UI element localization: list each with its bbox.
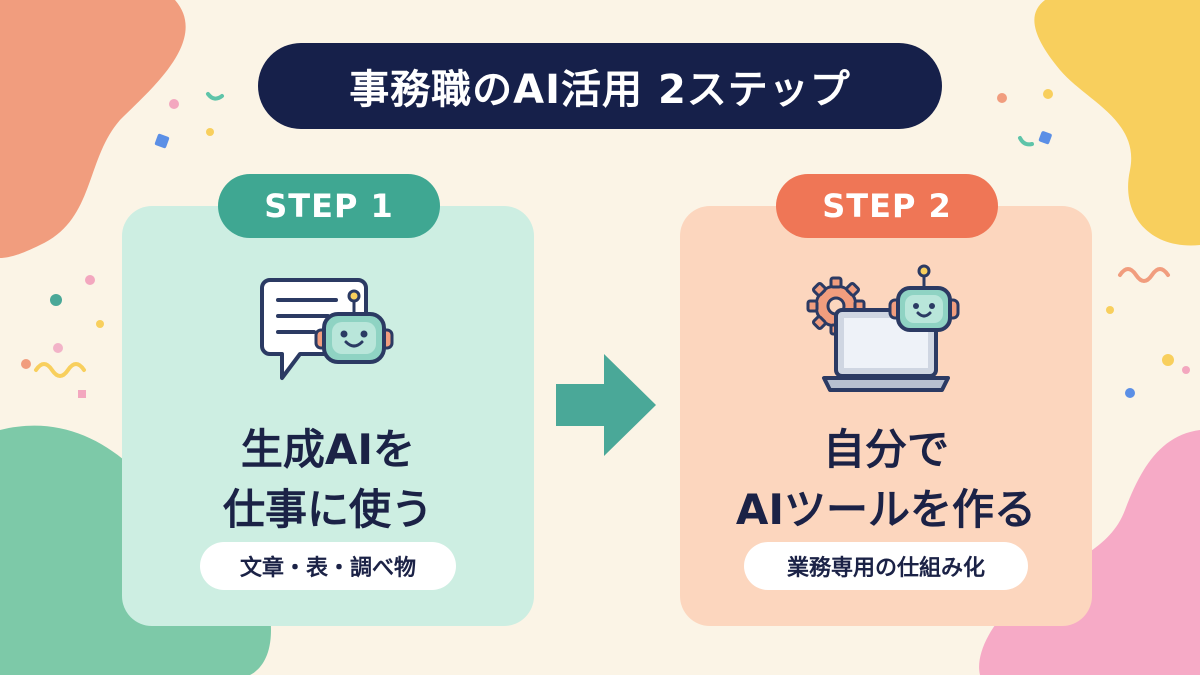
arrow-right-icon [556, 354, 656, 456]
decor-confetti-right [997, 89, 1190, 398]
step-2-title: 自分で AIツールを作る [680, 420, 1092, 540]
step-2-title-line-2: AIツールを作る [735, 485, 1037, 534]
decor-confetti-left [21, 275, 104, 398]
step-2-badge: STEP 2 [776, 174, 998, 238]
page-title: 事務職のAI活用 2ステップ [258, 43, 942, 129]
step-1-subtitle: 文章・表・調べ物 [200, 542, 456, 590]
chat-robot-icon [260, 278, 394, 380]
decor-confetti-top [154, 92, 224, 149]
step-2-title-line-1: 自分で [822, 425, 949, 474]
laptop-robot-gear-icon [806, 264, 960, 392]
step-1-title-line-2: 仕事に使う [222, 485, 433, 534]
step-1-title: 生成AIを 仕事に使う [122, 420, 534, 540]
step-1-title-line-1: 生成AIを [240, 425, 416, 474]
step-1-badge: STEP 1 [218, 174, 440, 238]
decor-blob-top-left [0, 0, 186, 258]
step-2-subtitle: 業務専用の仕組み化 [744, 542, 1028, 590]
decor-blob-top-right [1034, 0, 1200, 246]
